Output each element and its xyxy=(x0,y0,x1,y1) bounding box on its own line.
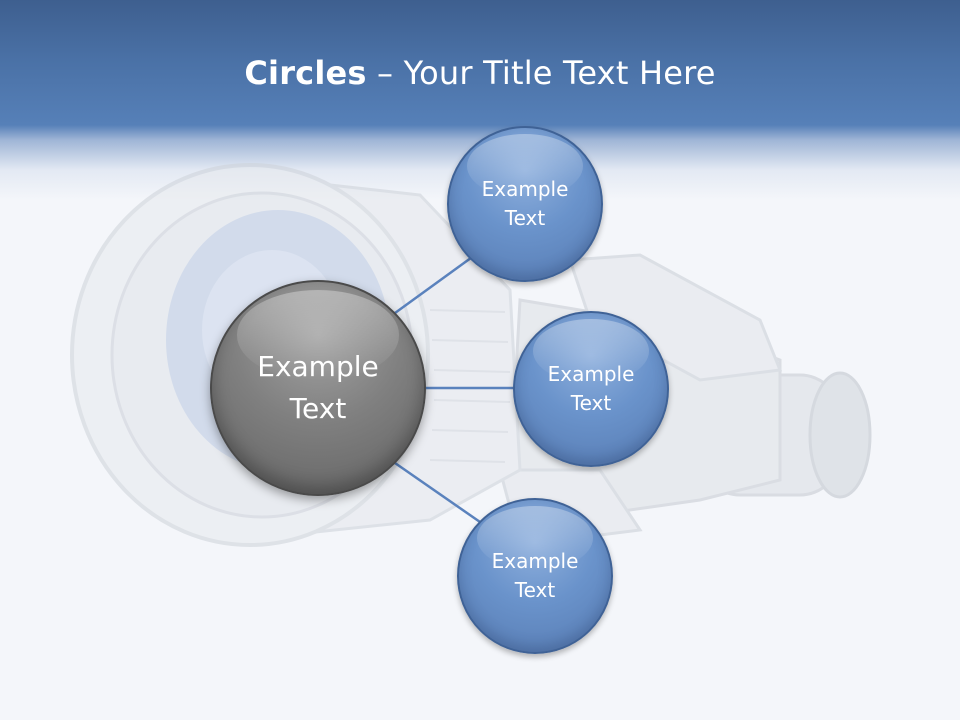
node-circle-label: Example Text xyxy=(481,177,569,230)
center-circle: Example Text xyxy=(210,280,426,496)
slide-title-bold: Circles xyxy=(244,54,367,92)
node-circle-top: Example Text xyxy=(447,126,603,282)
slide-title-rest: – Your Title Text Here xyxy=(366,54,716,92)
node-circle-bottom: Example Text xyxy=(457,498,613,654)
node-circle-label: Example Text xyxy=(491,549,579,602)
center-circle-label: Example Text xyxy=(257,350,379,425)
node-circle-label: Example Text xyxy=(547,362,635,415)
slide-title: Circles – Your Title Text Here xyxy=(0,54,960,92)
connector-line-bottom xyxy=(394,461,481,524)
node-circle-middle: Example Text xyxy=(513,311,669,467)
connector-line-top xyxy=(394,253,476,315)
